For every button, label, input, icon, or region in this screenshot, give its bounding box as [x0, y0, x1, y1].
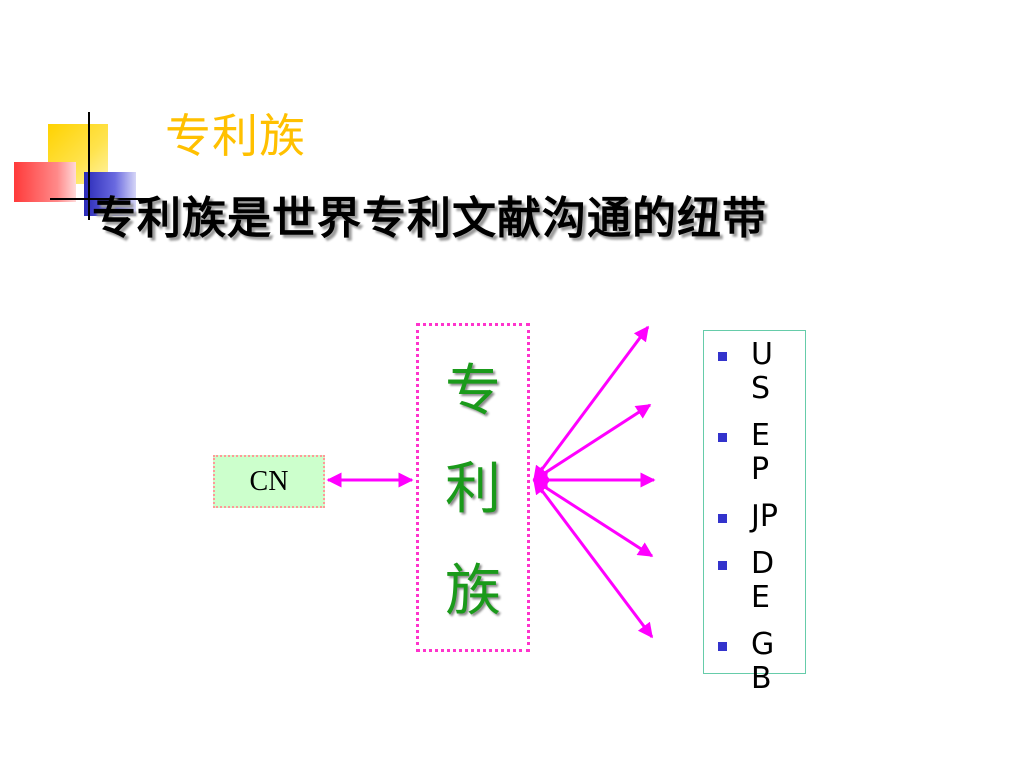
- family-char: 族: [445, 559, 501, 624]
- country-code: JP: [751, 499, 778, 534]
- bullet-square-icon: [718, 561, 727, 570]
- fan-arrow-5: [532, 478, 654, 639]
- decor-horizontal-line: [50, 198, 150, 200]
- cn-label: CN: [249, 465, 289, 497]
- country-code: US: [751, 337, 773, 406]
- country-item: DE: [714, 547, 804, 615]
- decor-red-square: [14, 162, 76, 202]
- family-char: 专: [445, 359, 501, 424]
- bullet-square-icon: [718, 642, 727, 651]
- headline: 专利族是世界专利文献沟通的纽带: [92, 193, 767, 244]
- country-box: [703, 330, 806, 674]
- fan-arrow-4: [532, 478, 654, 558]
- country-item: JP: [714, 500, 804, 534]
- decor-blue-square: [84, 172, 136, 216]
- patent-family-box: 专 利 族: [416, 323, 530, 652]
- country-list: US EP JP DE GB: [714, 338, 804, 709]
- family-char: 利: [445, 457, 501, 522]
- country-item: EP: [714, 419, 804, 487]
- country-item: GB: [714, 628, 804, 696]
- country-code: EP: [751, 418, 770, 487]
- decor-vertical-line: [88, 112, 90, 220]
- country-code: GB: [751, 627, 775, 696]
- fan-arrow-2: [532, 403, 652, 482]
- fan-arrow-1: [532, 325, 650, 482]
- bullet-square-icon: [718, 514, 727, 523]
- bullet-square-icon: [718, 433, 727, 442]
- cn-box: CN: [213, 455, 325, 508]
- bullet-square-icon: [718, 352, 727, 361]
- slide-title: 专利族: [165, 109, 306, 163]
- country-item: US: [714, 338, 804, 406]
- country-code: DE: [751, 546, 775, 615]
